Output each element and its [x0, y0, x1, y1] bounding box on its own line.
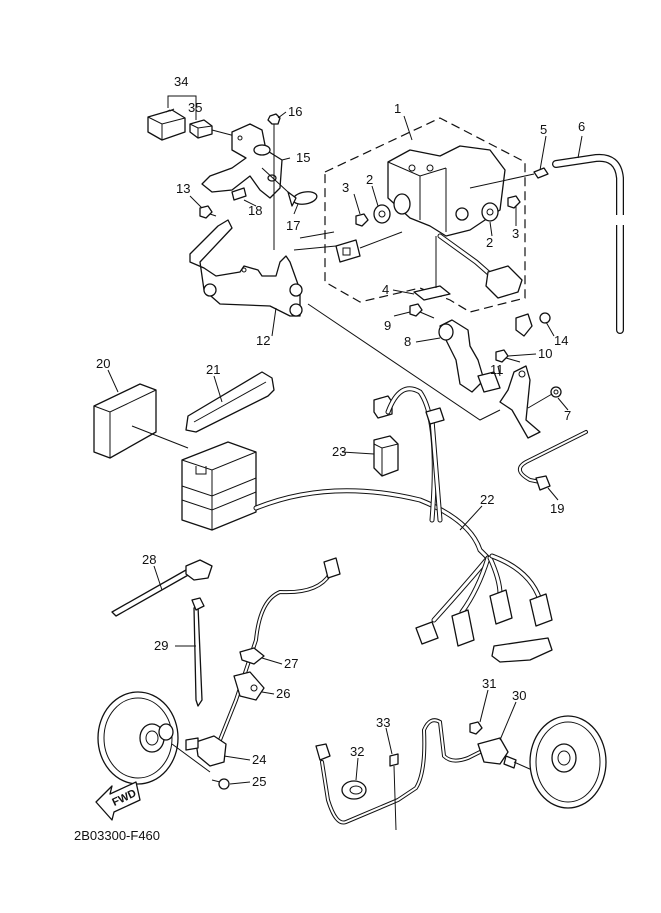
nut-14[interactable]	[515, 312, 551, 337]
callout-28[interactable]: 28	[142, 552, 156, 567]
band-29[interactable]	[191, 597, 205, 707]
clamp-32[interactable]	[341, 780, 367, 800]
bolt-16[interactable]	[267, 113, 281, 250]
breather-hose-6[interactable]	[552, 153, 628, 334]
harness-connector-d[interactable]	[529, 593, 553, 627]
leader-17-line	[261, 167, 289, 193]
front-wheel-sensor-24[interactable]	[185, 735, 227, 767]
fwd-arrow: FWD	[95, 781, 141, 821]
band-33[interactable]	[389, 753, 399, 831]
callout-26[interactable]: 26	[276, 686, 290, 701]
bracket-12[interactable]	[189, 219, 303, 317]
callout-leaders	[107, 111, 583, 785]
callout-25[interactable]: 25	[252, 774, 266, 789]
wire-harness-22[interactable]	[253, 386, 543, 623]
rear-wheel-sensor-30[interactable]	[477, 737, 517, 769]
damper-18[interactable]	[231, 187, 247, 201]
bolt-25[interactable]	[211, 778, 230, 790]
callout-5[interactable]: 5	[540, 122, 547, 137]
callout-8[interactable]: 8	[404, 334, 411, 349]
callout-1[interactable]: 1	[394, 101, 401, 116]
callout-2[interactable]: 2	[366, 172, 373, 187]
nut-7[interactable]	[550, 386, 562, 398]
callout-35[interactable]: 35	[188, 100, 202, 115]
callout-27[interactable]: 27	[284, 656, 298, 671]
callout-2[interactable]: 2	[486, 235, 493, 250]
damper-2-left[interactable]	[373, 204, 391, 224]
relay-23[interactable]	[373, 435, 399, 477]
harness-plate[interactable]	[491, 637, 553, 663]
coupler-35[interactable]	[189, 119, 236, 139]
callout-11[interactable]: 11	[490, 362, 504, 377]
collar-11[interactable]	[477, 371, 501, 393]
callout-23[interactable]: 23	[332, 444, 346, 459]
clamp-27[interactable]	[239, 647, 265, 665]
hydraulic-unit-boundary	[324, 117, 526, 313]
callout-19[interactable]: 19	[550, 501, 564, 516]
hose-fitting-5[interactable]	[533, 167, 549, 179]
bolt-3-left[interactable]	[355, 213, 369, 227]
holder-26[interactable]	[233, 671, 265, 701]
abs-wire-left	[359, 231, 403, 249]
bracket-15[interactable]	[201, 123, 283, 199]
callout-21[interactable]: 21	[206, 362, 220, 377]
callout-31[interactable]: 31	[482, 676, 496, 691]
hydraulic-unit-1[interactable]	[387, 145, 506, 237]
rear-sensor-wire[interactable]	[315, 718, 482, 825]
callout-6[interactable]: 6	[578, 119, 585, 134]
bracket-right[interactable]	[499, 365, 541, 439]
drawing-code: 2B03300-F460	[74, 828, 160, 843]
callout-20[interactable]: 20	[96, 356, 110, 371]
bolt-3-right[interactable]	[507, 195, 521, 209]
callout-labels: 1 2 2 3 3 4 5 6 7 8 9 10 11 12 13 14 15 …	[96, 74, 585, 789]
band-21[interactable]	[185, 371, 275, 433]
callout-24[interactable]: 24	[252, 752, 266, 767]
rear-disc	[529, 715, 607, 809]
bolt-31[interactable]	[469, 721, 483, 735]
cover-20[interactable]	[93, 383, 157, 459]
callout-30[interactable]: 30	[512, 688, 526, 703]
callout-4[interactable]: 4	[382, 282, 389, 297]
band-28[interactable]	[111, 559, 213, 617]
callout-22[interactable]: 22	[480, 492, 494, 507]
front-sensor-wire[interactable]	[218, 557, 341, 742]
leader-34-35	[167, 95, 197, 120]
harness-connector-top[interactable]	[425, 407, 445, 425]
callout-33[interactable]: 33	[376, 715, 390, 730]
callout-14[interactable]: 14	[554, 333, 568, 348]
callout-10[interactable]: 10	[538, 346, 552, 361]
callout-13[interactable]: 13	[176, 181, 190, 196]
stay-8[interactable]	[438, 319, 485, 393]
callout-7[interactable]: 7	[564, 408, 571, 423]
callout-12[interactable]: 12	[256, 333, 270, 348]
callout-29[interactable]: 29	[154, 638, 168, 653]
lead-wire-19[interactable]	[518, 430, 588, 491]
callout-15[interactable]: 15	[296, 150, 310, 165]
callout-9[interactable]: 9	[384, 318, 391, 333]
harness-connector-a[interactable]	[415, 621, 439, 645]
callout-16[interactable]: 16	[288, 104, 302, 119]
damper-2-right[interactable]	[481, 202, 499, 222]
coupler-34[interactable]	[147, 108, 186, 141]
front-disc	[97, 691, 179, 785]
harness-connector-c[interactable]	[489, 589, 513, 625]
bolt-10[interactable]	[495, 349, 521, 363]
callout-3[interactable]: 3	[342, 180, 349, 195]
clamp-17[interactable]	[287, 190, 318, 207]
bolt-13[interactable]	[199, 205, 217, 219]
label-4[interactable]	[413, 285, 451, 301]
abs-coupler-left[interactable]	[335, 239, 361, 263]
callout-34[interactable]: 34	[174, 74, 188, 89]
harness-connector-b[interactable]	[451, 609, 475, 647]
mount-line	[307, 303, 501, 421]
ecu[interactable]	[181, 441, 257, 531]
callout-3[interactable]: 3	[512, 226, 519, 241]
abs-coupler-right[interactable]	[437, 233, 523, 299]
callout-32[interactable]: 32	[350, 744, 364, 759]
callout-17[interactable]: 17	[286, 218, 300, 233]
bolt-9[interactable]	[409, 303, 435, 319]
callout-18[interactable]: 18	[248, 203, 262, 218]
